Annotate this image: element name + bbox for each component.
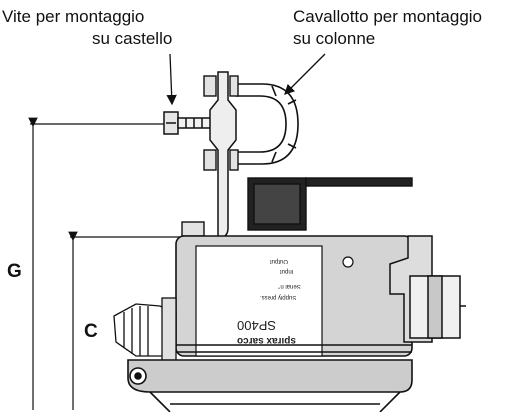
bracket-nuts	[181, 75, 239, 237]
mounting-screw	[163, 111, 213, 135]
callout-screw-line2: su castello	[92, 29, 173, 48]
plate-model: SP400	[237, 318, 277, 333]
callout-screw-line1: Vite per montaggio	[2, 7, 145, 26]
plate-brand-logo: spirax sarco	[237, 335, 296, 346]
dimension-g	[28, 117, 165, 410]
top-paddle	[247, 177, 413, 231]
positioner-body	[175, 235, 413, 357]
plate-input-label: Input	[280, 268, 294, 274]
plate-supply-label: Supply press.	[260, 294, 297, 300]
base-housing	[127, 359, 413, 412]
side-block	[389, 235, 466, 343]
leader-cavallotto	[284, 53, 326, 95]
plate-serial-label: Serial n°	[278, 283, 301, 289]
mounting-bracket	[209, 71, 237, 239]
dimension-label-c: C	[84, 321, 98, 342]
cable-gland	[113, 297, 177, 363]
callout-ubolt-line1: Cavallotto per montaggio	[293, 7, 483, 26]
u-bolt	[236, 83, 299, 165]
plate-output-label: Output	[270, 258, 289, 264]
leader-vite	[166, 53, 177, 106]
dimension-label-g: G	[7, 261, 22, 282]
callout-ubolt-line2: su colonne	[293, 29, 376, 48]
dimension-c	[68, 231, 190, 410]
